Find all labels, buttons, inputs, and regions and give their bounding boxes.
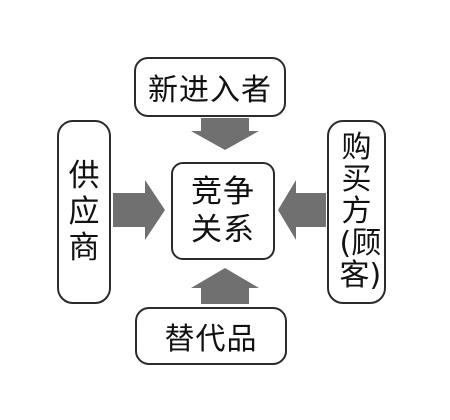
substitutes-label: 替代品 [164,322,258,357]
right-left-arrow [278,180,326,240]
bottom-up-arrow [191,268,259,304]
left-right-arrow [113,180,165,240]
top-down-arrow [191,118,259,150]
competitive-rivalry-box: 竞争关系 [171,162,275,260]
substitutes-box: 替代品 [135,307,287,365]
buyers-box: 购买方(顾客) [327,120,386,304]
suppliers-box: 供应商 [57,120,111,304]
new-entrants-label: 新进入者 [148,73,272,108]
new-entrants-box: 新进入者 [134,57,286,117]
competitive-rivalry-label: 竞争关系 [191,174,255,248]
buyers-label: 购买方(顾客) [339,130,382,293]
suppliers-label: 供应商 [68,158,100,266]
